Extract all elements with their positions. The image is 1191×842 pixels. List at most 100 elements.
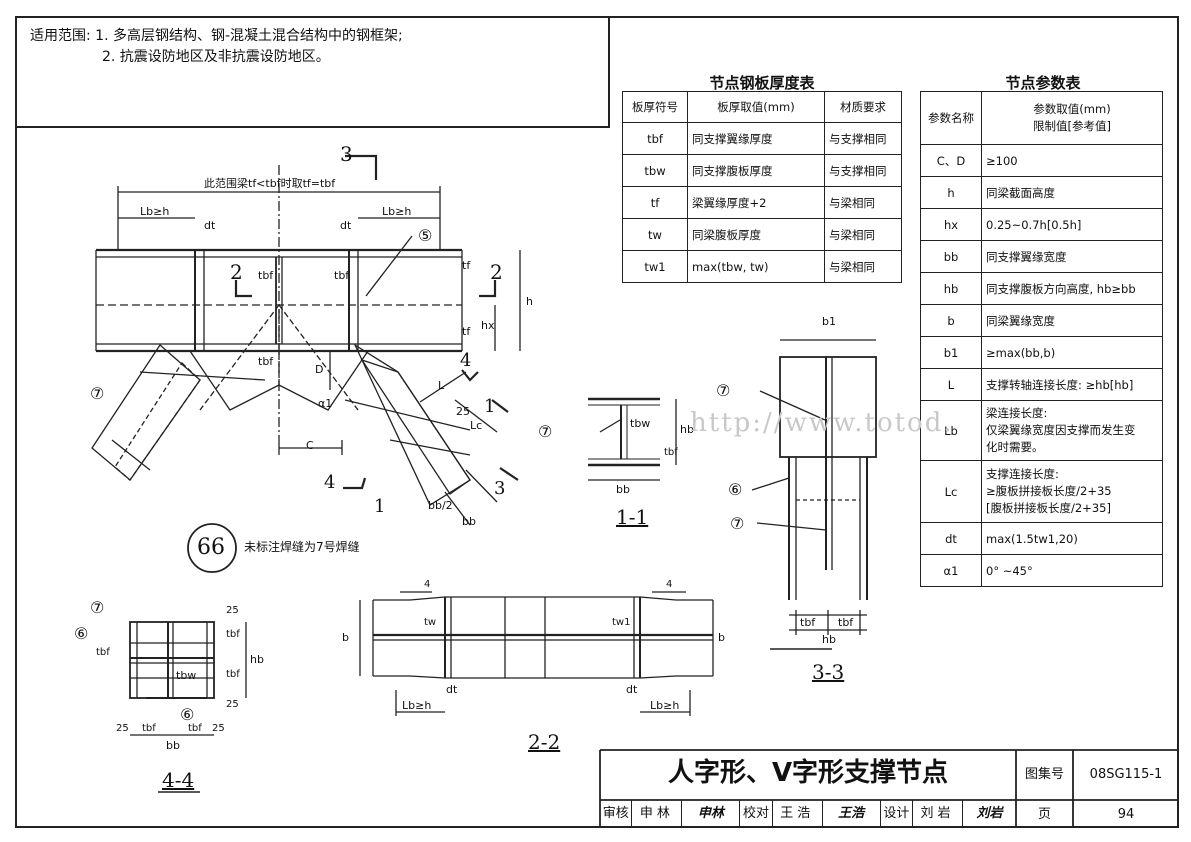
label-tw: tw [424,617,437,628]
scope-label: 适用范围: [30,28,91,44]
param-value: 同支撑腹板方向高度, hb≥bb [981,272,1163,305]
label-25-brace: 25 [456,405,470,418]
param-name: b [920,304,982,337]
label-lb-22-right: Lb≥h [650,699,680,712]
param-header-value: 参数取值(mm) 限制值[参考值] [981,91,1163,145]
label-tbf-44-3: tbf [96,647,110,658]
weld-7-icon: ⑦ [90,598,105,617]
check-label: 校对 [740,800,773,828]
dim-dt-left: dt [204,219,216,232]
label-h: h [526,295,533,308]
label-lb-22-left: Lb≥h [402,699,432,712]
scope-line-2: 2. 抗震设防地区及非抗震设防地区。 [102,49,330,65]
cut-mark-2-right: 2 [490,260,503,284]
scope-text: 适用范围: 1. 多高层钢结构、钢-混凝土混合结构中的钢框架; 2. 抗震设防地… [30,26,403,68]
param-value: 0.25~0.7h[0.5h] [981,208,1163,241]
checker-name: 王浩 [773,800,823,828]
section-title-1-1: 1-1 [616,505,649,529]
label-tbf-11: tbf [664,447,678,458]
weld-6-icon: ⑥ [74,624,89,643]
param-value-multiline: 梁连接长度: 仅梁翼缘宽度因支撑而发生变 化时需要。 [981,400,1163,461]
label-tbf-33-left: tbf [800,616,816,629]
plate-table-title: 节点钢板厚度表 [709,74,815,92]
page-number: 94 [1117,807,1135,822]
param-name: b1 [920,336,982,369]
atlas-label: 图集号 [1024,767,1064,782]
weld-5-icon: ⑤ [418,226,433,245]
atlas-number: 08SG115-1 [1089,767,1163,782]
plate-cell: max(tbw, tw) [687,250,825,283]
reviewer-name: 申林 [632,800,683,828]
label-tbf-3: tbf [258,355,274,368]
page-label: 页 [1037,807,1051,822]
label-hb-44: hb [250,653,264,666]
weld-note: 未标注焊缝为7号焊缝 [244,540,360,554]
param-header-value-1: 参数取值(mm) [1033,102,1111,116]
designer-signature: 刘岩 [976,806,1003,821]
weld-6-icon: ⑥ [728,480,743,499]
signature-row: 审核 申林 申林 校对 王浩 王浩 设计 刘岩 刘岩 [600,800,1016,828]
label-D: D [315,363,324,376]
label-bb-brace: bb [462,515,476,528]
param-name: L [920,368,982,401]
param-value: 支撑转轴连接长度: ≥hb[hb] [981,368,1163,401]
label-tbf-2: tbf [334,269,350,282]
param-value-3: [腹板拼接板长度/2+35] [986,501,1111,515]
cut-mark-2-left: 2 [230,260,243,284]
weld-6-icon: ⑥ [180,705,195,724]
plate-cell: 与支撑相同 [824,122,902,155]
param-name: Lc [920,460,982,523]
param-value: ≥100 [981,144,1163,177]
cut-mark-4-top: 4 [460,350,472,371]
label-Lc: Lc [470,419,483,432]
param-value: 0° ~45° [981,554,1163,587]
label-25-44-2: 25 [226,699,239,710]
label-hb-11: hb [680,423,694,436]
label-hx: hx [481,319,495,332]
param-value: 同梁截面高度 [981,176,1163,209]
section-title-2-2: 2-2 [528,730,561,754]
scope-box [15,16,610,128]
range-note: 此范围梁tf<tbf时取tf=tbf [204,177,336,190]
dim-lb-left: Lb≥h [140,205,170,218]
label-tw1: tw1 [612,617,631,628]
review-label: 审核 [600,800,633,828]
label-b1: b1 [822,315,836,328]
node-number: 66 [197,535,225,560]
param-name: Lb [920,400,982,461]
label-tbw-11: tbw [630,417,651,430]
plate-header-value: 板厚取值(mm) [687,91,825,123]
design-label: 设计 [881,800,914,828]
plate-cell: 与梁相同 [824,218,902,251]
cut-mark-3-top: 3 [340,142,353,166]
param-name: hb [920,272,982,305]
label-bb-44: bb [166,739,180,752]
drawing-title: 人字形、V字形支撑节点 [667,758,949,788]
plate-cell: 同梁腹板厚度 [687,218,825,251]
label-dt-22-right: dt [626,683,638,696]
param-name: C、D [920,144,982,177]
plate-cell: tw1 [622,250,688,283]
label-25-44-1: 25 [226,605,239,616]
cut-mark-1-right: 1 [484,396,496,417]
plate-cell: 与梁相同 [824,250,902,283]
label-slope-left: 4 [424,579,431,590]
param-table-title: 节点参数表 [1005,74,1081,92]
param-value: 梁连接长度: [986,406,1048,420]
param-value-3: 化时需要。 [986,440,1044,454]
label-tbf-33-right: tbf [838,616,854,629]
label-tbf-44-4: tbf [142,723,156,734]
weld-7-icon: ⑦ [538,422,553,441]
label-hb-33: hb [822,633,836,646]
plate-cell: tbf [622,122,688,155]
weld-7-icon: ⑦ [716,381,731,400]
section-title-4-4: 4-4 [162,768,195,792]
label-slope-right: 4 [666,579,673,590]
param-value: 同梁翼缘宽度 [981,304,1163,337]
param-value-2: 仅梁翼缘宽度因支撑而发生变 [986,423,1136,437]
checker-signature: 王浩 [823,800,881,828]
label-25-44-3: 25 [116,723,129,734]
